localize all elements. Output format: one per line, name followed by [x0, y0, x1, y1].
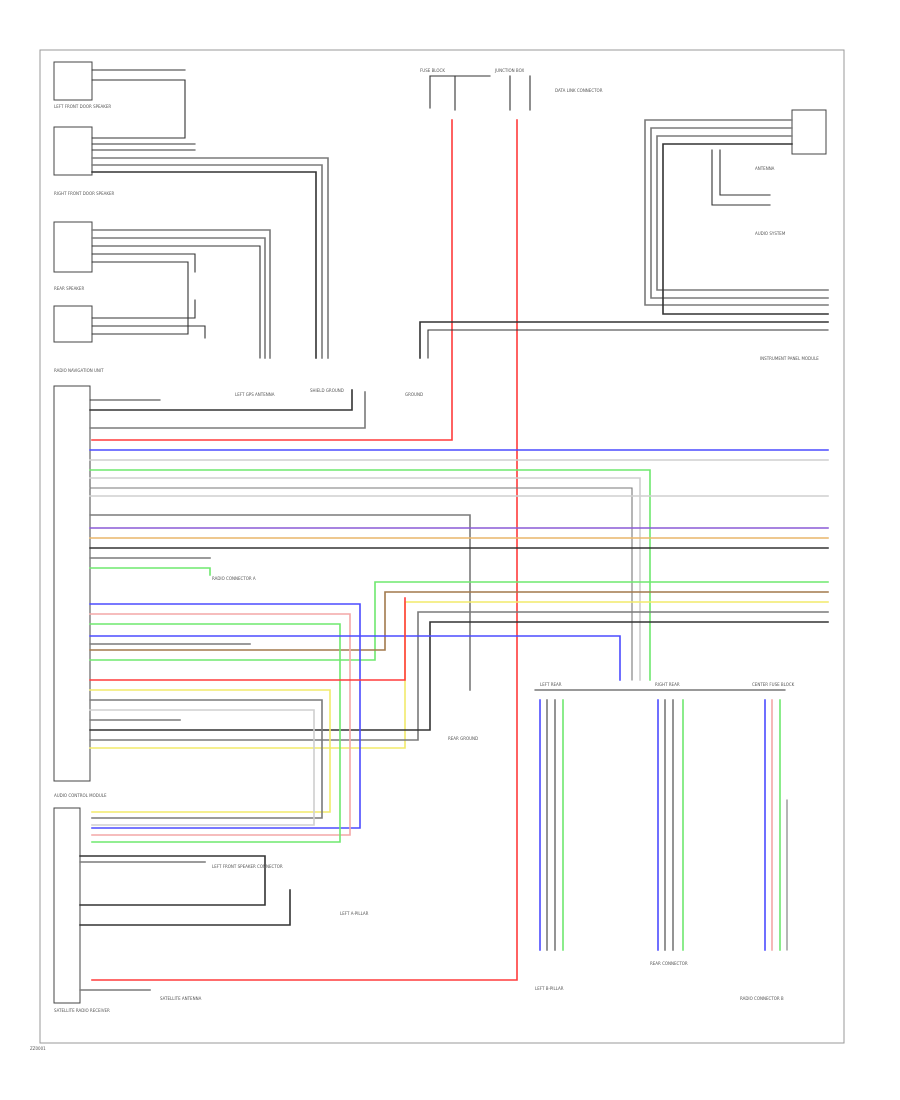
rear-ground-label: REAR GROUND [448, 736, 478, 741]
wire-rf-to-connector-a [91, 157, 329, 359]
footer-code: ZZ0001 [30, 1046, 46, 1051]
wire-grp2-gray [89, 611, 829, 741]
right-front-door-speaker-box [53, 126, 93, 176]
diagram-frame [39, 49, 845, 1044]
left-front-door-speaker-label: LEFT FRONT DOOR SPEAKER [54, 104, 111, 109]
wire-grp3-pink [89, 613, 351, 836]
shield-ground-label: SHIELD GROUND [310, 388, 344, 393]
wire-ant-to-ground [419, 321, 829, 359]
antenna-label: ANTENNA [755, 166, 775, 171]
wire-rear-5 [91, 261, 189, 335]
wire-ant-6 [711, 149, 771, 206]
radio-navigation-unit-box [53, 385, 91, 782]
audio-system-label: AUDIO SYSTEM [755, 231, 786, 236]
wire-rear-7 [91, 325, 206, 339]
ground-label: GROUND [405, 392, 423, 397]
wire-bus-green [89, 469, 651, 681]
wire-grp3-blue [89, 603, 361, 829]
wire-rf-to-connector-b [91, 164, 323, 359]
radio-connector-a-label: RADIO CONNECTOR A [212, 576, 256, 581]
audio-system-box [53, 305, 93, 343]
rear-connector-label: REAR CONNECTOR [650, 961, 688, 966]
left-rear-label: LEFT REAR [540, 682, 562, 687]
right-front-door-speaker-label: RIGHT FRONT DOOR SPEAKER [54, 191, 115, 196]
radio-navigation-unit-label: RADIO NAVIGATION UNIT [54, 368, 104, 373]
left-a-pillar-label: LEFT A-PILLAR [340, 911, 369, 916]
wire-grp3-green [89, 623, 341, 843]
wire-ant-3 [656, 135, 829, 291]
satellite-radio-receiver-box [53, 807, 81, 1004]
wire-rf-to-connector-c [91, 171, 317, 359]
wire-bus-gray [89, 487, 633, 681]
wire-grp4-yellow [89, 689, 331, 813]
wire-grp2-green [89, 581, 829, 661]
wire-grp4-red [89, 597, 406, 681]
wire-ant-4 [662, 143, 829, 315]
wire-radio-top-3 [89, 391, 366, 429]
wire-ant-2 [650, 127, 829, 299]
data-link-connector-label: DATA LINK CONNECTOR [555, 88, 603, 93]
radio-connector-b-label: RADIO CONNECTOR B [740, 996, 784, 1001]
left-b-pillar-label: LEFT B-PILLAR [535, 986, 564, 991]
wire-rear-3 [91, 245, 261, 359]
right-rear-label: RIGHT REAR [655, 682, 680, 687]
wire-red-feed-a [91, 119, 453, 441]
wire-ant-to-ground-2 [427, 329, 829, 359]
wire-grp4-white [89, 709, 315, 826]
rear-speaker-label: REAR SPEAKER [54, 286, 84, 291]
wire-sat-3 [79, 889, 291, 926]
wire-lf-loop [91, 79, 186, 139]
wire-ant-5 [719, 149, 771, 196]
wire-rear-1 [91, 229, 271, 359]
wire-ant-1 [644, 119, 829, 306]
wire-rear-6 [91, 299, 196, 319]
wire-grp2-brown [89, 591, 829, 651]
left-gps-antenna-label: LEFT GPS ANTENNA [235, 392, 275, 397]
left-front-speaker-connector-label: LEFT FRONT SPEAKER CONNECTOR [212, 864, 283, 869]
center-fuse-block-label: CENTER FUSE BLOCK [752, 682, 795, 687]
wire-rear-4 [91, 253, 196, 273]
left-front-door-speaker-box [53, 61, 93, 101]
instrument-panel-module-label: INSTRUMENT PANEL MODULE [760, 356, 819, 361]
wire-bus-green2 [89, 567, 211, 576]
wire-radio-top-2 [89, 389, 353, 411]
satellite-antenna-label: SATELLITE ANTENNA [160, 996, 202, 1001]
junction-box-label: JUNCTION BOX [494, 68, 524, 73]
wire-grp4-gray [89, 699, 323, 819]
antenna-connector-box [791, 109, 827, 155]
wire-red-feed-b [91, 119, 518, 981]
rear-speaker-box [53, 221, 93, 273]
fuse-block-label: FUSE BLOCK [420, 68, 445, 73]
wire-rear-2 [91, 237, 266, 359]
wire-bus-gray-ground [89, 514, 471, 691]
audio-control-module-label: AUDIO CONTROL MODULE [54, 793, 107, 798]
wire-sat-1 [79, 855, 266, 906]
wire-grp2-black [89, 621, 829, 731]
wire-grp3-blue2 [89, 635, 621, 681]
satellite-radio-receiver-label: SATELLITE RADIO RECEIVER [54, 1008, 110, 1013]
